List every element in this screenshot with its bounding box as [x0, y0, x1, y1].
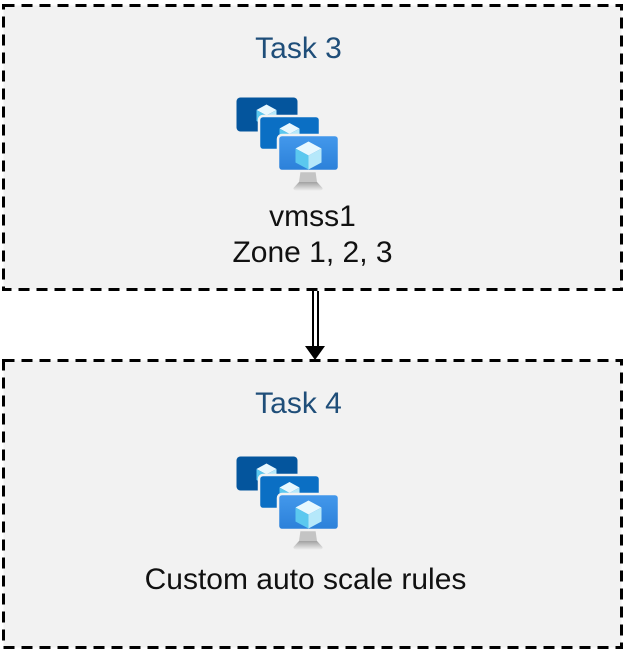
vm-scale-set-icon: [236, 97, 340, 191]
arrow-shaft: [311, 291, 319, 347]
task-3-content: Task 3 vmss1 Zone 1, 2, 3: [2, 4, 623, 271]
task-4-box: Task 4 Custom auto scale rules: [2, 359, 623, 649]
task-3-title: Task 3: [255, 32, 342, 65]
autoscale-rules-label: Custom auto scale rules: [144, 563, 467, 596]
zones-label: Zone 1, 2, 3: [232, 236, 393, 269]
task-3-labels: vmss1 Zone 1, 2, 3: [232, 199, 392, 271]
task-4-content: Task 4 Custom auto scale rules: [2, 359, 623, 598]
task3-to-task4-arrow: [305, 291, 325, 360]
arrow-head-icon: [305, 346, 325, 360]
task-4-title: Task 4: [255, 387, 342, 420]
task-4-labels: Custom auto scale rules: [145, 562, 467, 598]
task-3-box: Task 3 vmss1 Zone 1, 2, 3: [2, 4, 623, 291]
vmss-name-label: vmss1: [269, 200, 356, 233]
vm-scale-set-icon: [236, 456, 340, 550]
